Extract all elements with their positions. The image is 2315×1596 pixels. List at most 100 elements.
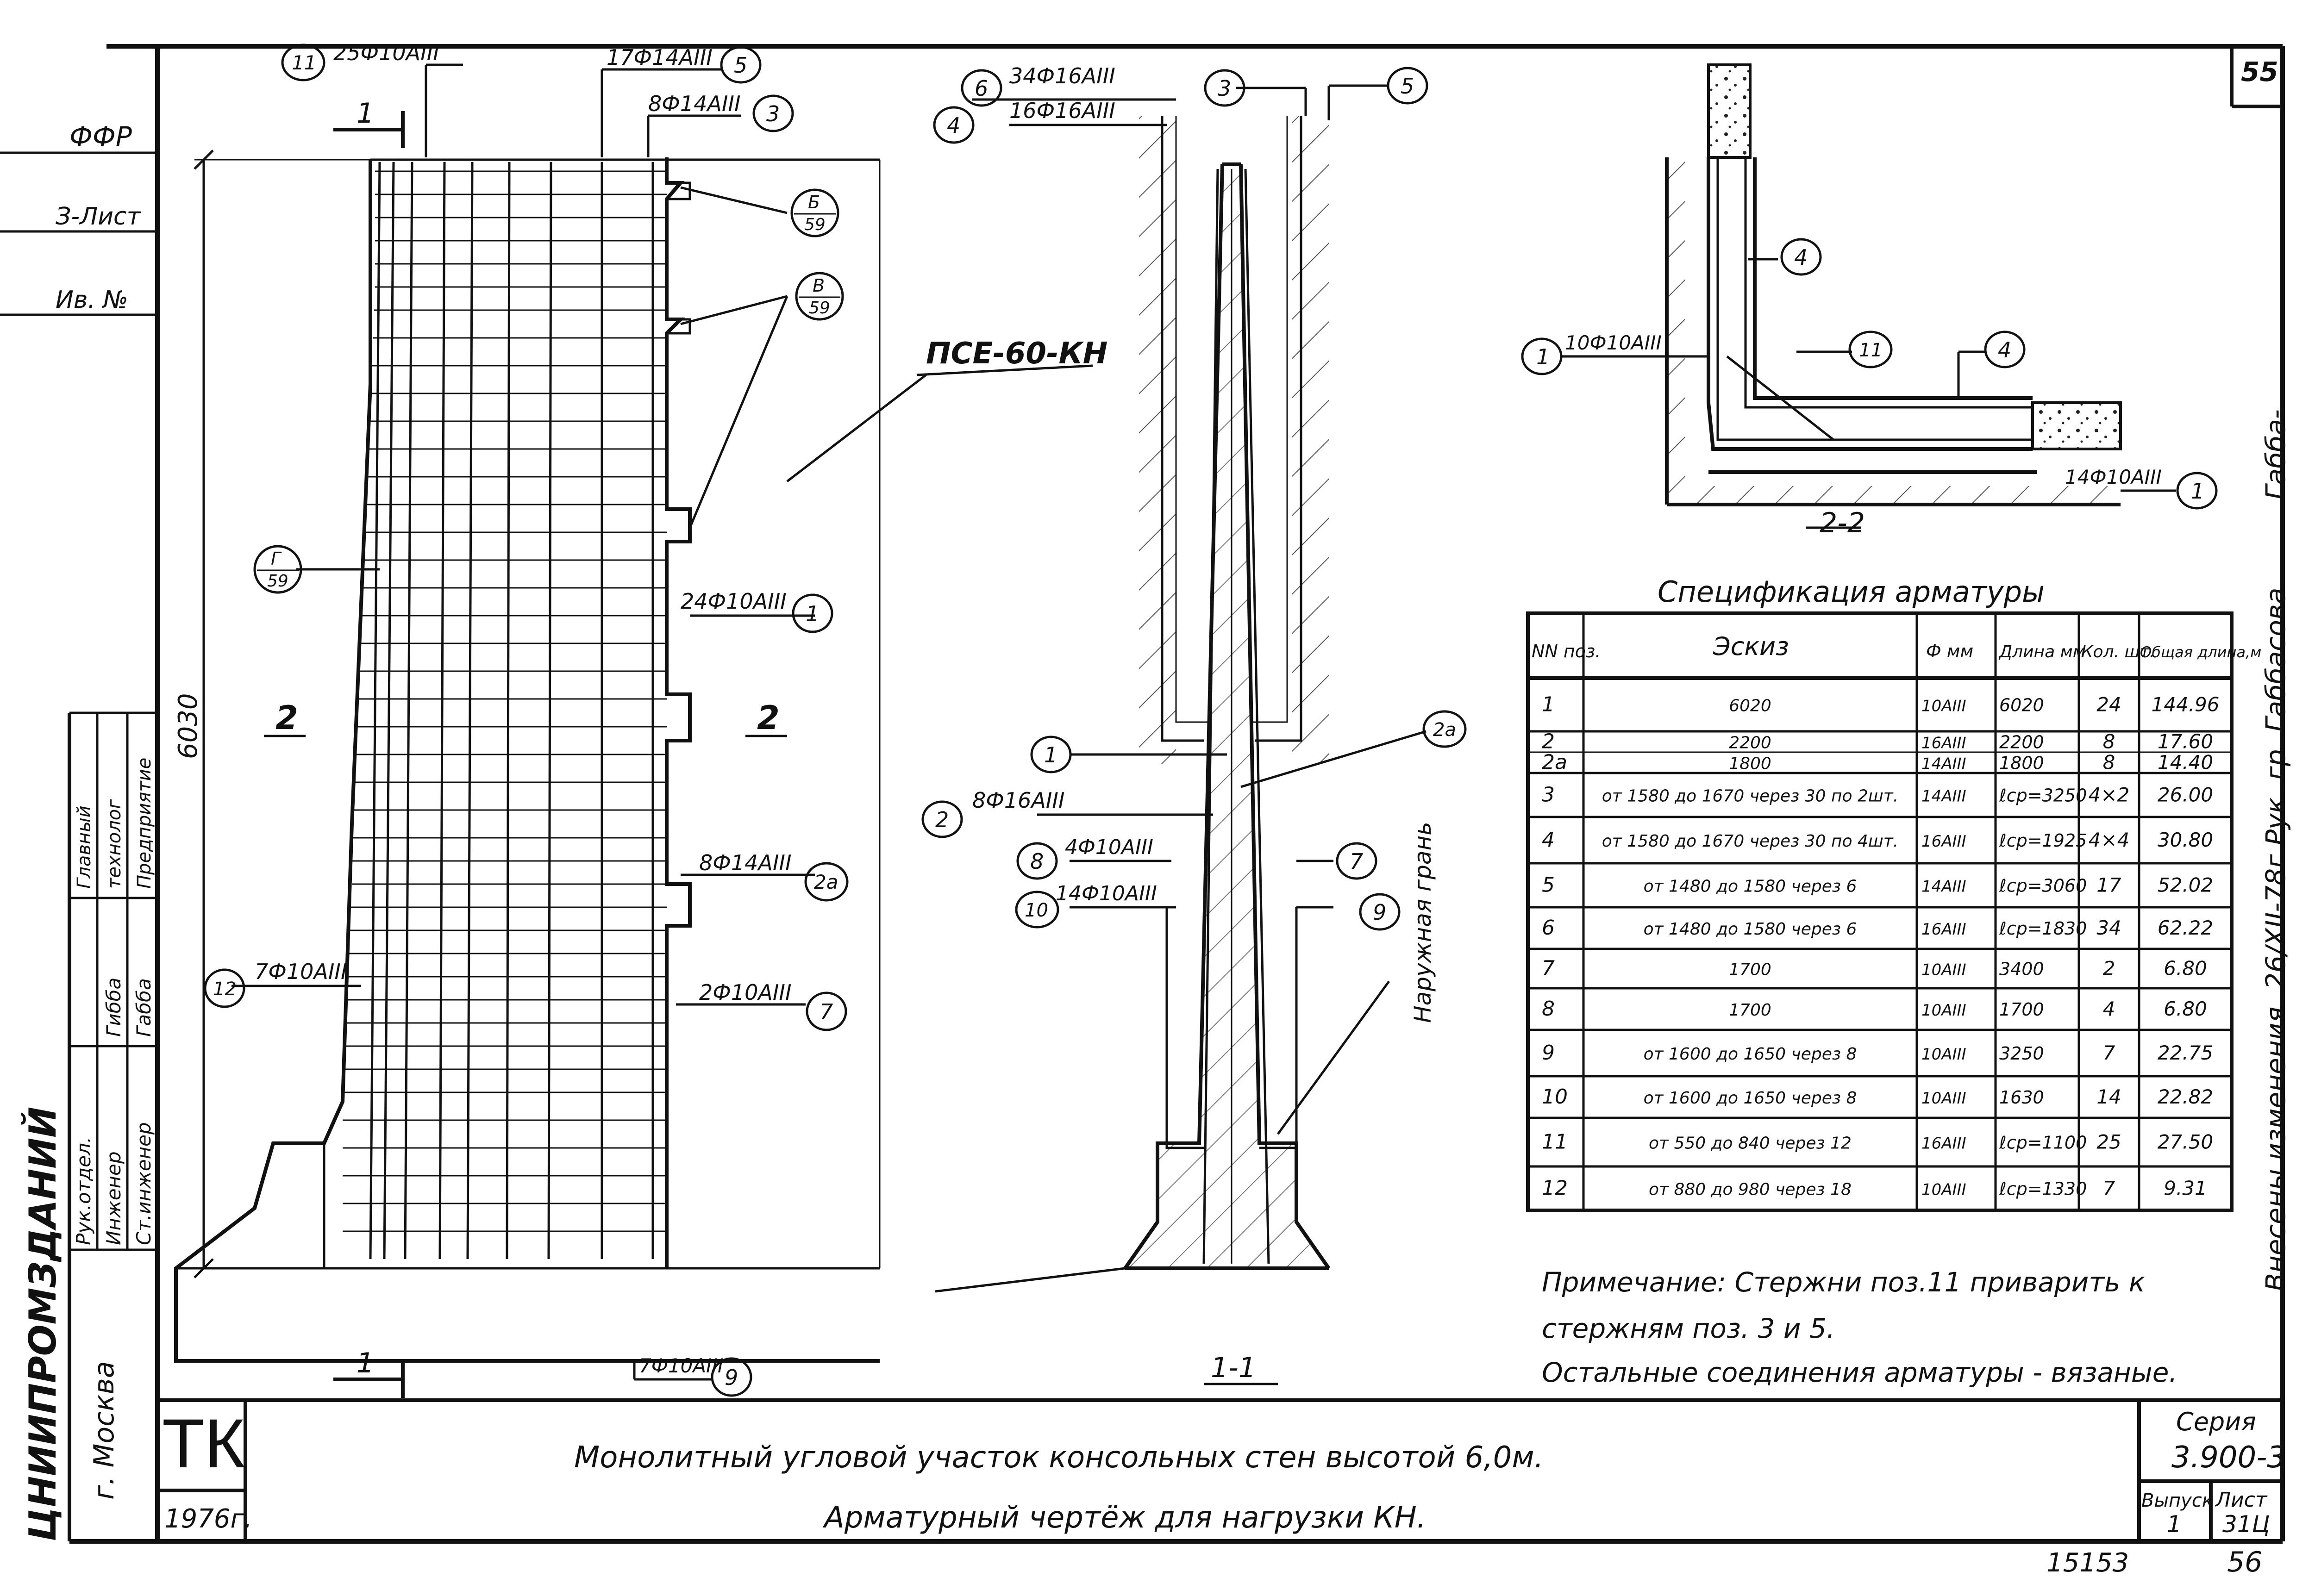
spec-cell-r8-c3: 10АIII: [1921, 961, 1966, 979]
s22-num-4a: 4: [1794, 245, 1808, 270]
spec-cell-r10-c5: 7: [2103, 1041, 2115, 1064]
section-2-2: [1560, 63, 2176, 529]
spec-cell-r2-c4: 2200: [1999, 732, 2044, 753]
callout-num-5-elev: 5: [734, 53, 747, 78]
spec-cell-r12-c2: от 550 до 840 через 12: [1649, 1134, 1852, 1153]
spec-cell-r8-c6: 6.80: [2164, 957, 2207, 980]
section-2-2-callouts: 2-2 4 11 4 1 10Ф10АIII 1 14Ф10АIII: [1521, 238, 2218, 539]
callout-num-9-elev: 9: [725, 1365, 738, 1390]
spec-header-total: Общая длина,м: [2140, 643, 2261, 661]
spec-cell-r11-c3: 10АIII: [1921, 1089, 1966, 1108]
spec-cell-r1-c3: 10АIII: [1921, 697, 1966, 716]
spec-cell-r11-c4: 1630: [1999, 1087, 2044, 1108]
spec-cell-r11-c5: 14: [2096, 1085, 2121, 1108]
left-side-label-2: З-Лист: [56, 203, 142, 231]
issue-label: Выпуск: [2141, 1490, 2213, 1511]
spec-cell-r10-c1: 9: [1542, 1041, 1555, 1065]
spec-cell-r5-c4: ℓср=1925: [1999, 830, 2087, 851]
node-ref-g-top: Г: [271, 549, 282, 569]
note-line-1: Примечание: Стержни поз.11 приварить к: [1542, 1266, 2145, 1298]
series-label: Серия: [2176, 1407, 2256, 1436]
stamp-role-3: Ст.инженер: [132, 1122, 155, 1245]
horizontal-rebars: [343, 170, 667, 1232]
spec-cell-r7-c3: 16АIII: [1921, 920, 1966, 939]
stamp-dept-1: Главный: [74, 805, 95, 889]
spec-cell-r9-c5: 4: [2103, 998, 2115, 1020]
spec-header-pos: NN поз.: [1532, 641, 1601, 661]
callout-text-1-elev: 24Ф10АIII: [681, 589, 787, 614]
elevation-callouts: 11 25Ф10АIII 5 17Ф14АIII 3 8Ф14АIII 1 24…: [204, 40, 849, 1397]
spec-cell-r3-c2: 1800: [1729, 754, 1771, 773]
spec-header-length: Длина мм: [1998, 642, 2085, 661]
s11-num-5: 5: [1401, 74, 1414, 99]
spec-cell-r12-c1: 11: [1542, 1130, 1568, 1154]
spec-cell-r11-c1: 10: [1542, 1085, 1568, 1109]
callout-num-1-elev: 1: [806, 601, 819, 626]
spec-cell-r5-c3: 16АIII: [1921, 832, 1966, 851]
callout-text-7-elev: 2Ф10АIII: [699, 980, 792, 1005]
spec-cell-r10-c6: 22.75: [2158, 1041, 2213, 1064]
spec-cell-r2-c6: 17.60: [2158, 730, 2213, 753]
spec-cell-r7-c5: 34: [2096, 916, 2121, 939]
spec-cell-r12-c6: 27.50: [2158, 1131, 2213, 1153]
outer-face-label: Наружная грань: [1409, 822, 1436, 1023]
note-line-2: стержням поз. 3 и 5.: [1542, 1313, 1835, 1344]
callout-text-5-elev: 17Ф14АIII: [607, 45, 713, 70]
spec-cell-r7-c2: от 1480 до 1580 через 6: [1644, 920, 1857, 939]
spec-cell-r4-c4: ℓср=3250: [1999, 786, 2087, 806]
spec-cell-r5-c2: от 1580 до 1670 через 30 по 4шт.: [1602, 832, 1898, 851]
spec-table: Спецификация арматуры NN поз. Эскиз Ф мм…: [1532, 575, 2261, 661]
note-line-3: Остальные соединения арматуры - вязаные.: [1542, 1357, 2177, 1388]
spec-cell-r6-c3: 14АIII: [1921, 878, 1966, 896]
spec-cell-r9-c3: 10АIII: [1921, 1001, 1966, 1020]
stamp-name-3: Габба: [132, 978, 155, 1037]
spec-cell-r6-c5: 17: [2096, 874, 2121, 897]
spec-cell-r13-c5: 7: [2103, 1177, 2115, 1200]
spec-cell-r4-c6: 26.00: [2158, 784, 2213, 806]
title-line-1: Монолитный угловой участок консольных ст…: [574, 1440, 1544, 1475]
spec-header-dia: Ф мм: [1926, 641, 1973, 661]
spec-cell-r9-c2: 1700: [1729, 1001, 1771, 1020]
spec-cell-r9-c1: 8: [1542, 997, 1555, 1021]
sheet-frame: [69, 44, 2285, 1544]
s22-num-4b: 4: [1998, 337, 2011, 362]
spec-header-qty: Кол. шт.: [2081, 642, 2155, 661]
spec-cell-r13-c6: 9.31: [2164, 1177, 2207, 1200]
callout-text-2a-elev: 8Ф14АIII: [699, 850, 792, 875]
spec-cell-r2-c3: 16АIII: [1921, 734, 1966, 753]
spec-cell-r1-c1: 1: [1542, 693, 1555, 717]
spec-header-sketch: Эскиз: [1713, 632, 1789, 661]
spec-cell-r2-c2: 2200: [1729, 734, 1771, 753]
spec-cell-r9-c6: 6.80: [2164, 998, 2207, 1020]
page-number-bottom: 56: [2227, 1546, 2262, 1578]
stamp-role-2: Инженер: [102, 1151, 125, 1245]
s11-text-8: 4Ф10АIII: [1065, 835, 1153, 859]
s11-num-7: 7: [1350, 849, 1363, 874]
s22-text-1b: 14Ф10АIII: [2065, 466, 2162, 488]
s11-num-4: 4: [947, 113, 960, 138]
section-mark-right-2: 2: [757, 699, 780, 737]
s22-text-1a: 10Ф10АIII: [1565, 331, 1662, 354]
spec-cell-r9-c4: 1700: [1999, 999, 2044, 1020]
s11-num-2: 2: [935, 807, 949, 832]
section-mark-top: 1: [357, 97, 374, 130]
spec-cell-r4-c3: 14АIII: [1921, 787, 1966, 806]
spec-cell-r3-c5: 8: [2103, 751, 2115, 774]
sheet-label: Лист: [2215, 1488, 2268, 1512]
spec-cell-r8-c5: 2: [2103, 957, 2115, 980]
callout-text-11: 25Ф10АIII: [333, 40, 439, 65]
node-ref-b-bottom: 59: [804, 215, 826, 234]
doc-number: 15153: [2046, 1548, 2129, 1578]
s11-num-8: 8: [1030, 849, 1044, 874]
spec-cell-r10-c4: 3250: [1999, 1043, 2044, 1064]
spec-cell-r3-c1: 2а: [1542, 751, 1567, 774]
callout-num-7-elev: 7: [820, 999, 833, 1024]
spec-cell-r2-c1: 2: [1542, 730, 1555, 754]
section-1-1-title: 1-1: [1211, 1352, 1256, 1384]
spec-cell-r6-c1: 5: [1542, 873, 1555, 897]
spec-cell-r4-c1: 3: [1542, 783, 1555, 807]
issue-value: 1: [2167, 1511, 2182, 1538]
spec-cell-r13-c1: 12: [1542, 1177, 1568, 1200]
